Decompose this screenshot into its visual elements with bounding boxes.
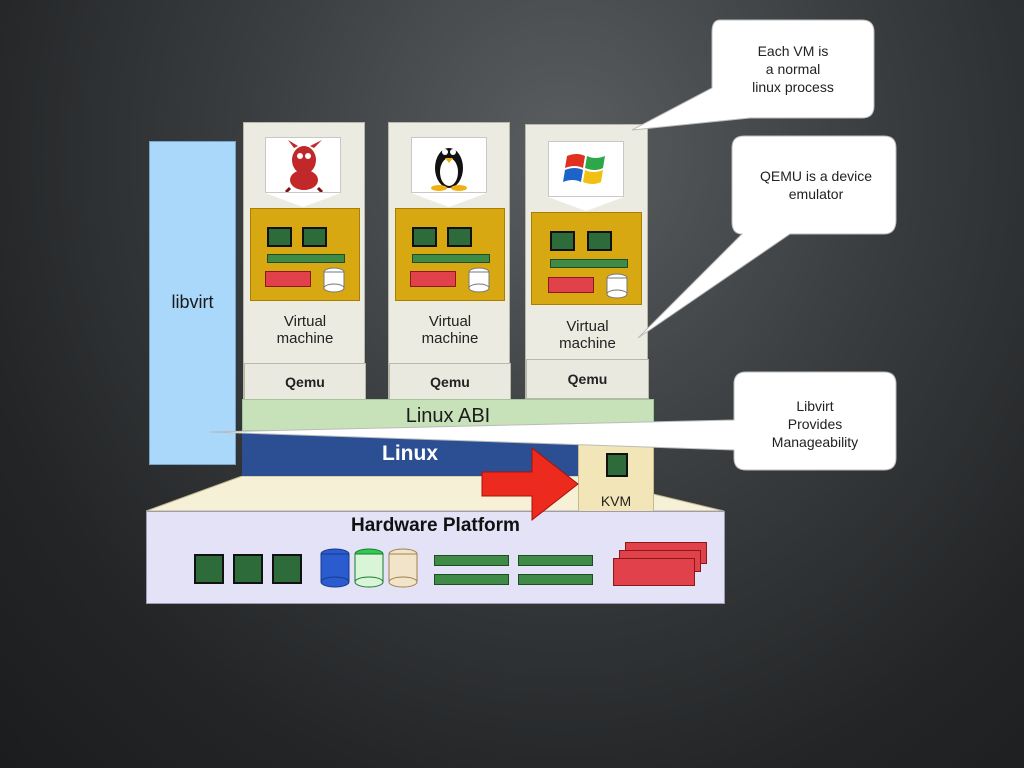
cpu-chip-icon <box>447 227 472 247</box>
disk-icon <box>468 267 490 293</box>
virtual-hardware-box <box>395 208 505 301</box>
callout-line: Libvirt <box>796 398 834 414</box>
callout-vm-process <box>631 19 875 131</box>
linux-label: Linux <box>382 442 438 465</box>
libvirt-label: libvirt <box>171 292 214 312</box>
vm-column-1: Virtual machine Qemu <box>243 122 366 400</box>
red-arrow-icon <box>481 446 579 522</box>
ram-module-icon <box>434 574 509 585</box>
vm-label: Virtual machine <box>244 313 366 347</box>
hardware-platform: Hardware Platform <box>146 511 725 604</box>
libvirt-layer: libvirt <box>149 141 236 465</box>
callout-line: linux process <box>752 79 834 95</box>
cpu-chip-icon <box>267 227 292 247</box>
cpu-chip-icon <box>272 554 302 584</box>
callout-vm-process-text: Each VM is a normal linux process <box>712 42 874 96</box>
disk-icon <box>606 273 628 299</box>
virtual-hardware-box <box>531 212 642 305</box>
funnel-shape <box>265 193 341 207</box>
ram-module-icon <box>434 555 509 566</box>
callout-qemu-text: QEMU is a device emulator <box>736 167 896 203</box>
vm-label-line2: machine <box>276 330 334 347</box>
cpu-chip-icon <box>194 554 224 584</box>
expansion-card-icon <box>410 271 456 287</box>
vm-label: Virtual machine <box>526 318 649 352</box>
vm-label-line2: machine <box>559 335 616 352</box>
ram-module-icon <box>550 259 628 268</box>
windows-logo-icon <box>548 141 624 197</box>
ram-module-icon <box>267 254 345 263</box>
callout-qemu <box>637 135 897 339</box>
callout-line: QEMU is a device <box>759 168 873 184</box>
callout-line: Provides <box>787 416 843 432</box>
qemu-box: Qemu <box>526 359 649 399</box>
vm-column-2: Virtual machine Qemu <box>388 122 511 400</box>
linux-tux-icon <box>411 137 487 193</box>
vm-label-line2: machine <box>421 330 479 347</box>
disk-stack-icon <box>320 548 418 588</box>
ram-module-icon <box>518 574 593 585</box>
cpu-chip-icon <box>550 231 575 251</box>
cpu-chip-icon <box>233 554 263 584</box>
cpu-chip-icon <box>412 227 437 247</box>
kvm-label: KVM <box>600 493 632 509</box>
virtual-hardware-box <box>250 208 360 301</box>
funnel-shape <box>548 197 624 211</box>
callout-libvirt-text: Libvirt Provides Manageability <box>734 397 896 451</box>
ram-module-icon <box>412 254 490 263</box>
cpu-chip-icon <box>302 227 327 247</box>
vm-label-line1: Virtual <box>566 318 609 335</box>
expansion-card-icon <box>548 277 594 293</box>
vm-label-line1: Virtual <box>428 313 472 330</box>
vm-column-3: Virtual machine Qemu <box>525 124 649 399</box>
qemu-label: Qemu <box>285 373 325 390</box>
callout-libvirt <box>209 371 897 471</box>
vm-label: Virtual machine <box>389 313 511 347</box>
disk-icon <box>323 267 345 293</box>
callout-line: Each VM is <box>757 43 829 59</box>
callout-line: a normal <box>765 61 821 77</box>
expansion-card-icon <box>613 558 695 586</box>
hardware-platform-label: Hardware Platform <box>351 515 520 536</box>
qemu-box: Qemu <box>389 363 511 400</box>
funnel-shape <box>411 193 487 207</box>
freebsd-daemon-icon <box>265 137 341 194</box>
vm-label-line1: Virtual <box>283 313 327 330</box>
qemu-box: Qemu <box>244 363 366 400</box>
linux-abi-label: Linux ABI <box>405 405 491 427</box>
cpu-chip-icon <box>587 231 612 251</box>
callout-line: Manageability <box>771 434 859 450</box>
expansion-card-icon <box>265 271 311 287</box>
callout-line: emulator <box>788 186 844 202</box>
ram-module-icon <box>518 555 593 566</box>
qemu-label: Qemu <box>567 371 608 387</box>
qemu-label: Qemu <box>430 373 470 390</box>
cpu-chip-icon <box>606 453 628 477</box>
